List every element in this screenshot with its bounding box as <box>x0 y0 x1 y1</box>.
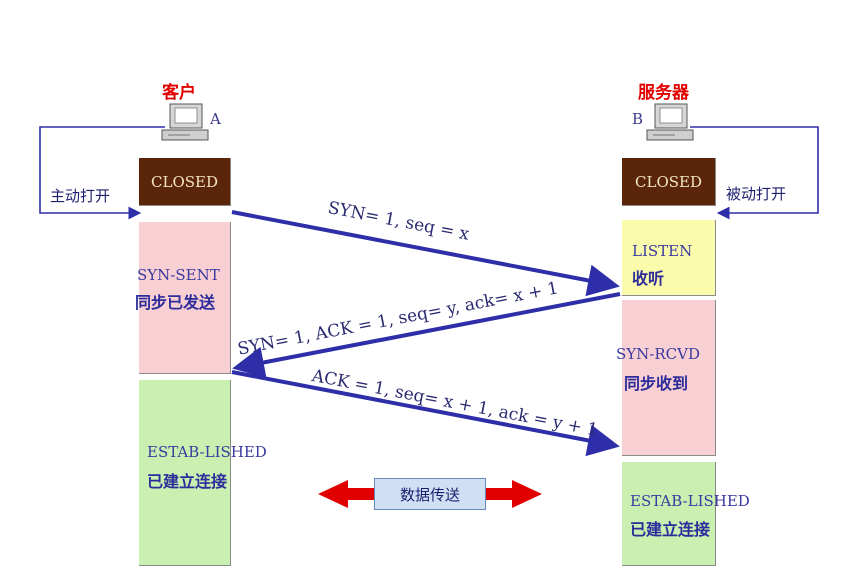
listen-cn-label: 收听 <box>632 269 665 288</box>
syn-arrow <box>231 210 620 297</box>
server-computer-icon <box>646 103 694 141</box>
server-established-en-label: ESTAB-LISHED <box>630 492 750 510</box>
syn-sent-en-label: SYN-SENT <box>137 266 220 284</box>
server-open-loop <box>690 126 819 220</box>
server-established-state: ESTAB-LISHED 已建立连接 <box>622 462 750 566</box>
syn-rcvd-cn-label: 同步收到 <box>624 374 689 393</box>
server-closed-label: CLOSED <box>635 172 702 191</box>
server-syn-rcvd-state: SYN-RCVD 同步收到 <box>616 300 716 456</box>
server-listen-state: LISTEN 收听 <box>622 220 716 296</box>
client-established-cn-label: 已建立连接 <box>147 472 228 491</box>
data-transfer-box: 数据传送 <box>374 478 486 510</box>
server-closed-state: CLOSED <box>622 158 716 206</box>
client-syn-sent-state: SYN-SENT 同步已发送 <box>135 222 231 374</box>
client-role-label: 客户 <box>162 83 196 103</box>
server-established-cn-label: 已建立连接 <box>630 520 711 539</box>
server-letter: B <box>632 110 644 128</box>
client-open-label: 主动打开 <box>50 187 111 205</box>
syn-sent-cn-label: 同步已发送 <box>135 293 216 312</box>
listen-en-label: LISTEN <box>632 242 693 260</box>
client-computer-icon <box>161 103 209 141</box>
syn-ack-arrow <box>232 292 621 379</box>
server-role-label: 服务器 <box>638 83 689 103</box>
client-closed-state: CLOSED <box>139 158 231 206</box>
client-closed-label: CLOSED <box>151 172 218 191</box>
server-open-label: 被动打开 <box>726 185 787 203</box>
client-letter: A <box>210 110 221 128</box>
client-established-state: ESTAB-LISHED 已建立连接 <box>139 380 267 566</box>
client-open-loop <box>39 126 165 220</box>
data-transfer-label: 数据传送 <box>399 485 460 504</box>
ack-arrow <box>231 370 620 457</box>
syn-rcvd-en-label: SYN-RCVD <box>616 345 701 363</box>
client-established-en-label: ESTAB-LISHED <box>147 443 267 461</box>
